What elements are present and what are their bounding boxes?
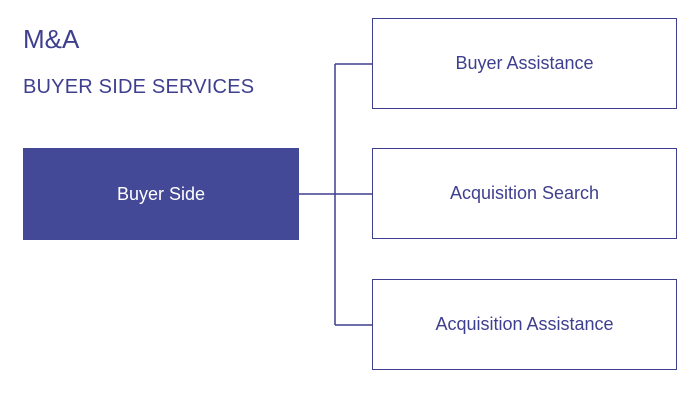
root-node-buyer-side: Buyer Side	[23, 148, 299, 240]
child-node-buyer-assistance: Buyer Assistance	[372, 18, 677, 109]
page-title: M&A	[23, 24, 80, 54]
page-subtitle: BUYER SIDE SERVICES	[23, 76, 255, 98]
child-node-acquisition-assistance: Acquisition Assistance	[372, 279, 677, 370]
child-node-label: Acquisition Search	[449, 183, 600, 203]
child-node-acquisition-search: Acquisition Search	[372, 148, 677, 239]
child-node-label: Buyer Assistance	[455, 53, 594, 73]
root-node-label: Buyer Side	[116, 183, 206, 204]
child-node-label: Acquisition Assistance	[435, 314, 614, 334]
